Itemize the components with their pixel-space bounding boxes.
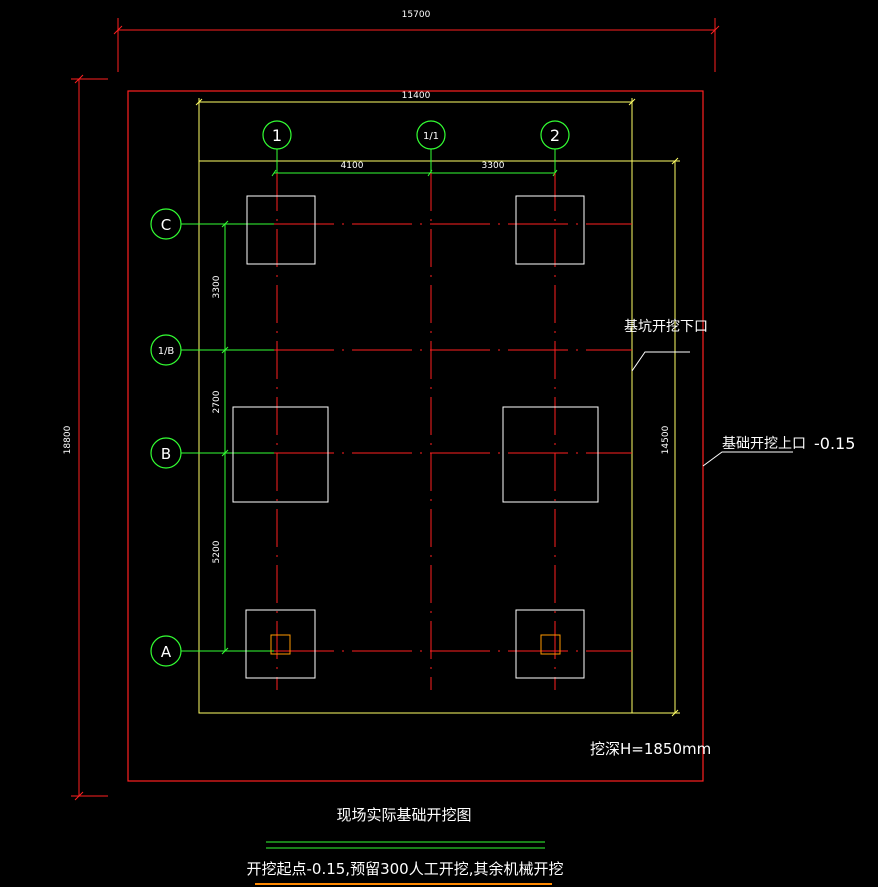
column-axis-bubbles: 1 1/1 2 (262, 120, 570, 150)
footing-c1 (246, 195, 316, 265)
span-1b-b-label: 2700 (212, 390, 222, 413)
column-a1 (270, 634, 291, 655)
span-b-a-label: 5200 (212, 540, 222, 563)
top-opening-level: -0.15 (814, 434, 855, 453)
top-opening-label: 基础开挖上口 (722, 435, 806, 452)
inner-width-dimension: 11400 (195, 91, 636, 161)
column-bay-dimension: 4100 3300 (271, 161, 558, 177)
axis-bubble-c (150, 208, 182, 240)
bay-left-label: 4100 (341, 161, 364, 171)
axis-label-2: 2 (550, 126, 560, 145)
footing-c2 (515, 195, 585, 265)
horizontal-axis-lines (181, 223, 632, 652)
inner-width-label: 11400 (402, 91, 431, 101)
vertical-axis-lines (276, 149, 556, 690)
overall-width-dimension: 15700 (113, 10, 720, 72)
footing-a2 (515, 609, 585, 679)
axis-label-a: A (161, 643, 172, 661)
footings (232, 195, 599, 679)
top-opening-callout: 基础开挖上口 -0.15 (702, 434, 855, 467)
pit-bottom-callout: 基坑开挖下口 (624, 318, 708, 372)
axis-label-1-1: 1/1 (423, 131, 439, 142)
note-text: 开挖起点-0.15,预留300人工开挖,其余机械开挖 (247, 860, 564, 878)
footing-b2 (502, 406, 599, 503)
overall-height-label: 18800 (63, 425, 73, 454)
axis-bubble-1 (262, 120, 292, 150)
excavation-depth-label: 挖深H=1850mm (590, 740, 711, 758)
span-c-1b-label: 3300 (212, 275, 222, 298)
row-axis-bubbles: C 1/B B A (150, 208, 182, 667)
top-opening-boundary (127, 90, 704, 782)
axis-bubble-1-b (150, 334, 182, 366)
axis-label-b: B (161, 445, 171, 463)
overall-height-dimension: 18800 (63, 74, 108, 801)
bay-right-label: 3300 (482, 161, 505, 171)
overall-width-label: 15700 (402, 10, 431, 20)
axis-bubble-a (150, 635, 182, 667)
axis-label-1: 1 (272, 126, 282, 145)
footing-a1 (245, 609, 316, 679)
axis-bubble-1-1 (416, 120, 446, 150)
footing-b1 (232, 406, 329, 503)
axis-bubble-b (150, 437, 182, 469)
row-span-dimension: 3300 2700 5200 (212, 220, 229, 655)
drawing-title: 现场实际基础开挖图 (336, 806, 471, 824)
pit-bottom-boundary (198, 160, 633, 714)
column-a2 (540, 634, 561, 655)
inner-height-dimension: 14500 (632, 157, 680, 717)
inner-height-label: 14500 (661, 425, 671, 454)
axis-label-1-b: 1/B (158, 346, 175, 357)
axis-bubble-2 (540, 120, 570, 150)
pit-bottom-label: 基坑开挖下口 (624, 318, 708, 335)
axis-label-c: C (161, 216, 171, 234)
excavation-note: 开挖起点-0.15,预留300人工开挖,其余机械开挖 (247, 841, 564, 885)
